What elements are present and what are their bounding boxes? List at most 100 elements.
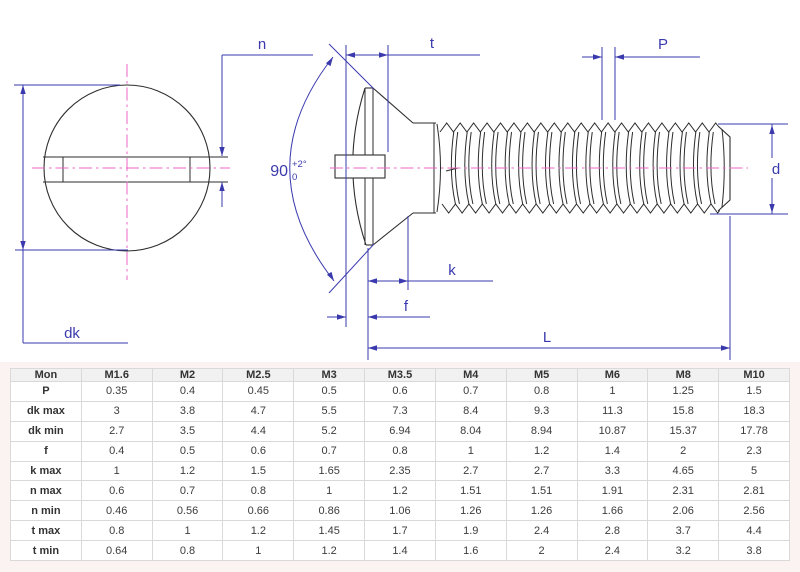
- label-angle-90: 90: [270, 163, 288, 180]
- table-cell: 1.2: [294, 541, 365, 561]
- table-cell: 0.7: [294, 441, 365, 461]
- spec-table: MonM1.6M2M2.5M3M3.5M4M5M6M8M10 P0.350.40…: [10, 368, 790, 561]
- table-cell: 0.5: [294, 382, 365, 402]
- table-cell: 1.2: [365, 481, 436, 501]
- table-column-header: M2.5: [223, 369, 294, 382]
- table-column-header: M5: [506, 369, 577, 382]
- table-cell: 3.5: [152, 421, 223, 441]
- arrowhead: [368, 278, 377, 283]
- arrowhead: [721, 345, 730, 350]
- table-cell: 2.7: [435, 461, 506, 481]
- spec-table-head: MonM1.6M2M2.5M3M3.5M4M5M6M8M10: [11, 369, 790, 382]
- table-cell: 1.45: [294, 521, 365, 541]
- cone-edge-top: [373, 88, 413, 123]
- table-cell: 1.51: [435, 481, 506, 501]
- table-column-header: M2: [152, 369, 223, 382]
- label-dk: dk: [64, 325, 80, 342]
- table-row-label: dk min: [11, 421, 82, 441]
- table-cell: 1.26: [506, 501, 577, 521]
- table-row: t min0.640.811.21.41.622.43.23.8: [11, 541, 790, 561]
- arrowhead: [399, 278, 408, 283]
- table-cell: 2.06: [648, 501, 719, 521]
- table-cell: 8.04: [435, 421, 506, 441]
- table-cell: 3: [81, 401, 152, 421]
- table-cell: 1.26: [435, 501, 506, 521]
- table-column-header: M8: [648, 369, 719, 382]
- spec-table-body: P0.350.40.450.50.60.70.811.251.5dk max33…: [11, 382, 790, 561]
- thread-crests-top: [440, 123, 718, 132]
- table-cell: 2.8: [577, 521, 648, 541]
- table-cell: 1: [435, 441, 506, 461]
- table-cell: 1: [577, 382, 648, 402]
- arrowhead: [593, 54, 602, 59]
- table-column-header: M3.5: [365, 369, 436, 382]
- table-cell: 0.46: [81, 501, 152, 521]
- table-cell: 2.4: [506, 521, 577, 541]
- table-cell: 5: [719, 461, 790, 481]
- table-cell: 2: [506, 541, 577, 561]
- table-cell: 8.94: [506, 421, 577, 441]
- dimension-lines: [14, 44, 788, 360]
- table-cell: 10.87: [577, 421, 648, 441]
- table-row: P0.350.40.450.50.60.70.811.251.5: [11, 382, 790, 402]
- label-d: d: [772, 161, 780, 178]
- centerlines: [32, 64, 748, 280]
- table-cell: 1.25: [648, 382, 719, 402]
- spec-table-band: MonM1.6M2M2.5M3M3.5M4M5M6M8M10 P0.350.40…: [0, 362, 800, 572]
- table-cell: 0.8: [81, 521, 152, 541]
- table-row: dk min2.73.54.45.26.948.048.9410.8715.37…: [11, 421, 790, 441]
- table-cell: 1.5: [223, 461, 294, 481]
- table-cell: 2.56: [719, 501, 790, 521]
- table-cell: 2.35: [365, 461, 436, 481]
- label-t: t: [430, 35, 435, 52]
- arrowhead: [219, 182, 224, 191]
- table-cell: 0.8: [506, 382, 577, 402]
- table-cell: 1.5: [719, 382, 790, 402]
- arrowhead: [346, 52, 355, 57]
- table-cell: 3.8: [152, 401, 223, 421]
- screw-technical-drawing: n t P d k f L dk 90 +2° 0: [0, 0, 800, 362]
- table-cell: 2.3: [719, 441, 790, 461]
- table-cell: 0.4: [81, 441, 152, 461]
- table-cell: 1.2: [506, 441, 577, 461]
- table-cell: 1.06: [365, 501, 436, 521]
- table-cell: 0.35: [81, 382, 152, 402]
- table-cell: 0.8: [365, 441, 436, 461]
- table-row: f0.40.50.60.70.811.21.422.3: [11, 441, 790, 461]
- dimension-arrowheads: [20, 52, 774, 350]
- table-cell: 1.4: [577, 441, 648, 461]
- table-cell: 0.56: [152, 501, 223, 521]
- label-angle-tol-upper: +2°: [292, 159, 307, 170]
- table-cell: 0.66: [223, 501, 294, 521]
- table-cell: 1.2: [223, 521, 294, 541]
- table-cell: 4.4: [719, 521, 790, 541]
- table-cell: 2.7: [506, 461, 577, 481]
- table-cell: 2.81: [719, 481, 790, 501]
- arrowhead: [20, 85, 25, 94]
- table-cell: 0.8: [152, 541, 223, 561]
- label-n: n: [258, 36, 266, 53]
- table-cell: 4.4: [223, 421, 294, 441]
- table-row-label: f: [11, 441, 82, 461]
- arrowhead: [219, 147, 224, 156]
- table-cell: 1: [152, 521, 223, 541]
- table-cell: 0.7: [152, 481, 223, 501]
- table-cell: 18.3: [719, 401, 790, 421]
- table-cell: 15.8: [648, 401, 719, 421]
- table-cell: 0.45: [223, 382, 294, 402]
- table-cell: 0.6: [365, 382, 436, 402]
- table-cell: 1.66: [577, 501, 648, 521]
- table-column-header: M6: [577, 369, 648, 382]
- table-cell: 1: [223, 541, 294, 561]
- arrowhead: [615, 54, 624, 59]
- arrowhead: [337, 314, 346, 319]
- table-row-label: k max: [11, 461, 82, 481]
- table-cell: 3.7: [648, 521, 719, 541]
- table-row-label: n min: [11, 501, 82, 521]
- label-k: k: [448, 262, 456, 279]
- table-row-label: t max: [11, 521, 82, 541]
- table-cell: 7.3: [365, 401, 436, 421]
- table-cell: 4.65: [648, 461, 719, 481]
- table-row-label: t min: [11, 541, 82, 561]
- thread-runout-curve: [437, 124, 441, 212]
